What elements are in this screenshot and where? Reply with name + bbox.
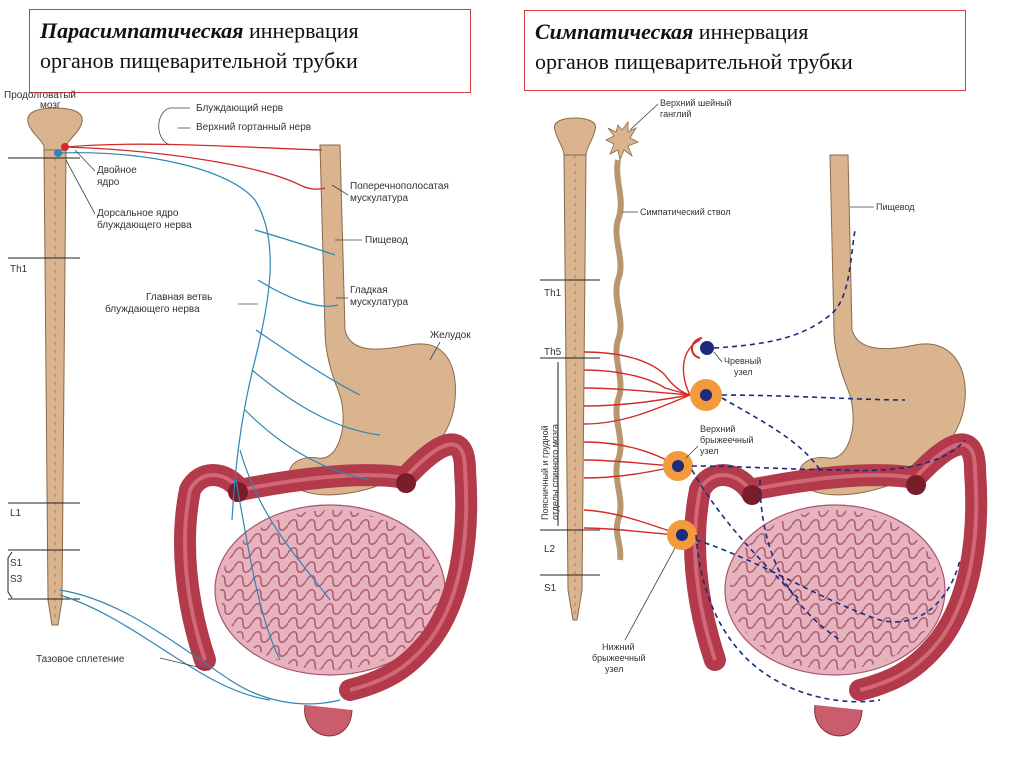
label-dorsal-2: блуждающего нерва — [97, 219, 192, 231]
celiac-ganglion — [692, 338, 714, 358]
celiac-node — [690, 379, 722, 411]
label-vagus-nerve: Блуждающий нерв — [196, 103, 283, 114]
left-level-lines — [8, 158, 80, 599]
label-inf-mes-1: Нижний — [602, 642, 635, 652]
label-main-branch-1: Главная ветвь — [146, 292, 212, 303]
right-level-th1: Th1 — [544, 288, 562, 299]
label-vertical-2: отделы спинного мозга — [550, 424, 560, 520]
label-pelvic-plexus: Тазовое сплетение — [36, 654, 125, 665]
label-laryngeal-nerve: Верхний гортанный нерв — [196, 122, 311, 133]
label-medulla-2: мозг — [40, 100, 61, 111]
left-level-s1: S1 — [10, 558, 23, 569]
label-ambiguus-2: ядро — [97, 177, 120, 188]
label-sympathetic-trunk: Симпатический ствол — [640, 207, 731, 217]
label-sup-mes-3: узел — [700, 446, 718, 456]
right-panel: Th1 Th5 L2 S1 Поясничный и грудной отдел… — [540, 98, 976, 736]
right-level-l2: L2 — [544, 544, 556, 555]
label-vertical-1: Поясничный и грудной — [540, 425, 550, 520]
sympathetic-trunk — [606, 122, 638, 560]
label-striated-1: Поперечнополосатая — [350, 181, 449, 192]
label-sup-mes-1: Верхний — [700, 424, 735, 434]
label-stomach: Желудок — [430, 330, 471, 341]
left-rectum — [305, 705, 352, 736]
label-inf-mes-3: узел — [605, 664, 623, 674]
label-esophagus-left: Пищевод — [365, 235, 408, 246]
right-level-s1: S1 — [544, 583, 557, 594]
label-dorsal-1: Дорсальное ядро — [97, 208, 179, 219]
right-vertical-label: Поясничный и грудной отделы спинного моз… — [540, 424, 560, 520]
label-sup-mes-2: брыжеечный — [700, 435, 754, 445]
label-cervical-2: ганглий — [660, 109, 691, 119]
inferior-mesenteric-node — [667, 520, 697, 550]
right-level-th5: Th5 — [544, 347, 562, 358]
left-colon-section-right — [396, 473, 416, 493]
right-spinal-cord — [554, 118, 595, 620]
label-celiac-2: узел — [734, 367, 752, 377]
label-smooth-2: мускулатура — [350, 297, 408, 308]
right-colon-section-right — [906, 475, 926, 495]
label-celiac-1: Чревный — [724, 356, 761, 366]
left-spinal-cord — [28, 108, 82, 625]
label-smooth-1: Гладкая — [350, 285, 388, 296]
label-cervical-1: Верхний шейный — [660, 98, 732, 108]
left-level-th1: Th1 — [10, 264, 28, 275]
label-ambiguus-1: Двойное — [97, 165, 137, 176]
label-inf-mes-2: брыжеечный — [592, 653, 646, 663]
label-striated-2: мускулатура — [350, 193, 408, 204]
right-colon-section — [742, 485, 762, 505]
left-level-s3: S3 — [10, 574, 23, 585]
left-level-l1: L1 — [10, 508, 22, 519]
right-rectum — [815, 705, 862, 736]
left-panel: Th1 L1 S1 S3 — [4, 90, 471, 736]
label-main-branch-2: блуждающего нерва — [105, 303, 200, 315]
right-red-fibers — [584, 340, 700, 535]
label-esophagus-right: Пищевод — [876, 202, 915, 212]
